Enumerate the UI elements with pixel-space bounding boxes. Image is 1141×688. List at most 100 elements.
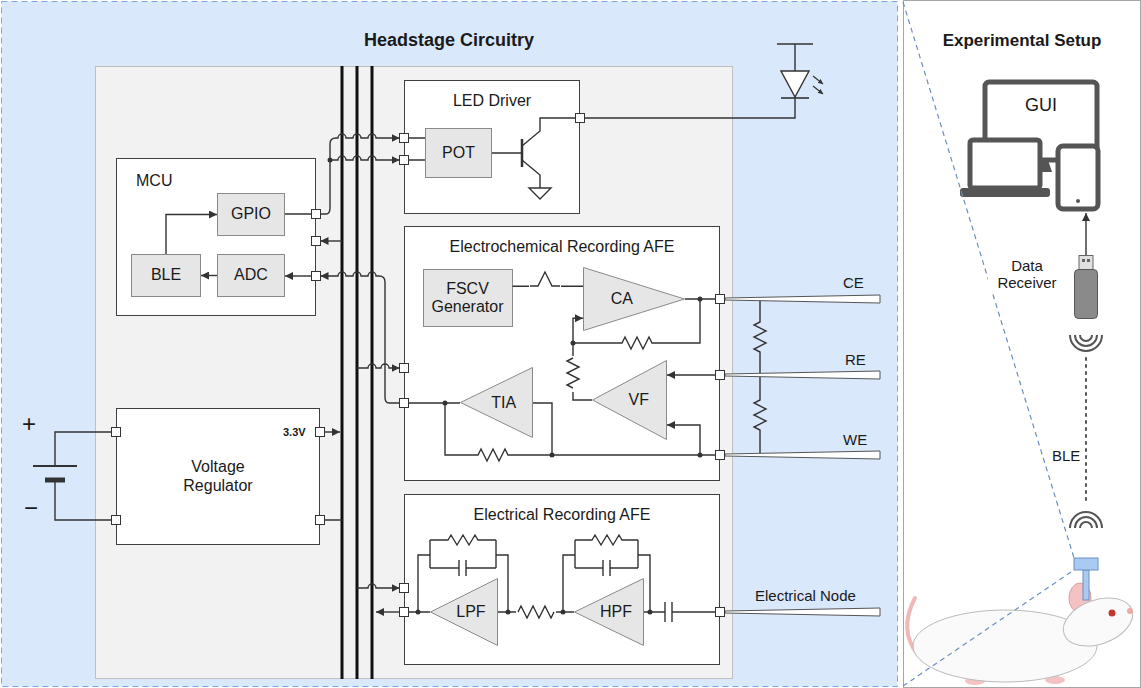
node-label: GPIO [231, 205, 271, 223]
pin [312, 210, 321, 219]
dongle-outline [1074, 255, 1098, 319]
amplifier-shape [431, 579, 498, 646]
wire [667, 374, 716, 375]
signal-label: WE [843, 431, 867, 448]
junction-dot [506, 610, 511, 615]
wireless-symbol [1070, 512, 1102, 528]
pin [316, 428, 325, 437]
driver-block: POT LED Driver [404, 80, 580, 214]
usb-hole [1082, 259, 1085, 262]
transistor-base [521, 139, 524, 167]
junction-dot [443, 401, 448, 406]
bus-wire [357, 584, 400, 588]
rat-ear [1069, 583, 1091, 613]
ground-patch [566, 356, 580, 392]
usb-hole [1087, 259, 1090, 262]
circuit-panel: GPIOBLEADCMCUPOTLED DriverFSCV Generator… [0, 0, 898, 688]
rat-body [913, 610, 1097, 682]
node-label: ADC [234, 266, 268, 284]
zoom-line [903, 2, 1074, 558]
node-label: TIA [491, 394, 516, 412]
wireless-symbol [1080, 522, 1092, 528]
pin [112, 516, 121, 525]
pin [400, 156, 409, 165]
zoom-line [903, 570, 1074, 686]
pin [112, 428, 121, 437]
pin [400, 134, 409, 143]
signal-label: Electrical Node [755, 587, 856, 604]
node-label: POT [442, 144, 475, 162]
wireless-symbol [1075, 517, 1097, 528]
junction-dot [561, 610, 566, 615]
board-ground [96, 67, 733, 679]
led-symbol [781, 71, 809, 97]
led-bar [781, 97, 809, 99]
wireless-link [1085, 358, 1087, 505]
node-label: Data Receiver [988, 257, 1066, 292]
amplifier-shape [461, 368, 533, 438]
gui-devices: GUI [965, 78, 1105, 213]
monitor-icon [985, 82, 1097, 160]
signal-label: RE [845, 351, 866, 368]
junction-dot [698, 297, 703, 302]
pin [400, 584, 409, 593]
node-label: MCU [136, 172, 172, 190]
ground-symbol [529, 188, 551, 199]
electrode [725, 608, 880, 616]
signal-connector [166, 215, 217, 255]
pin [312, 237, 321, 246]
junction-dot [648, 610, 653, 615]
bus-wire [357, 364, 400, 368]
junction-dot [550, 453, 555, 458]
node-label: LED Driver [405, 92, 579, 110]
pin [716, 451, 725, 460]
tablet-button [1076, 199, 1080, 203]
pin [716, 371, 725, 380]
headstage-icon [1074, 558, 1098, 570]
pin [400, 399, 409, 408]
usb-plug [1079, 256, 1093, 270]
node-label: Headstage Circuitry [0, 30, 898, 51]
amplifier-shape [575, 579, 644, 646]
setup-panel: GUI Data Receiver Experimental Setup [903, 0, 1141, 688]
pin [312, 272, 321, 281]
mcu-block: GPIOBLEADCMCU [116, 158, 316, 316]
laptop-base [960, 188, 1050, 197]
rat-tail [907, 598, 918, 655]
afe-block: FSCV GeneratorCATIAVFElectrochemical Rec… [404, 226, 720, 481]
rat-eye [1109, 610, 1116, 617]
junction-dot [416, 610, 421, 615]
wireless-symbol [1080, 335, 1092, 341]
amplifier-triangle: TIA [460, 367, 533, 438]
node-label: LPF [456, 603, 485, 621]
bus-wire [321, 272, 400, 403]
rat-head [1057, 589, 1140, 655]
signal-label: 3.3V [283, 426, 306, 439]
rat-foot [1045, 676, 1065, 684]
wireless-symbol [1075, 335, 1097, 346]
junction-dot [698, 453, 703, 458]
battery-plate [45, 478, 65, 483]
electrode [725, 451, 880, 459]
amplifier-outline [583, 267, 685, 331]
node-label: Electrical Recording AFE [405, 506, 719, 524]
amplifier-shape [584, 268, 685, 331]
bus-wire [325, 431, 341, 432]
light-arrow [813, 86, 823, 94]
tablet-icon [1058, 146, 1098, 209]
battery-plate [33, 465, 77, 467]
signal-label: + [22, 410, 36, 438]
signal-connector [498, 611, 574, 612]
node-label: Experimental Setup [904, 31, 1140, 51]
afe-block: LPF HPF Electrical Recording AFE [404, 494, 720, 665]
headstage-stem [1083, 570, 1089, 600]
ground-patch [516, 603, 556, 621]
junction-dot [571, 341, 576, 346]
filter-triangle: HPF [574, 578, 644, 646]
node-label: HPF [600, 603, 632, 621]
node-label: Voltage Regulator [168, 458, 268, 495]
